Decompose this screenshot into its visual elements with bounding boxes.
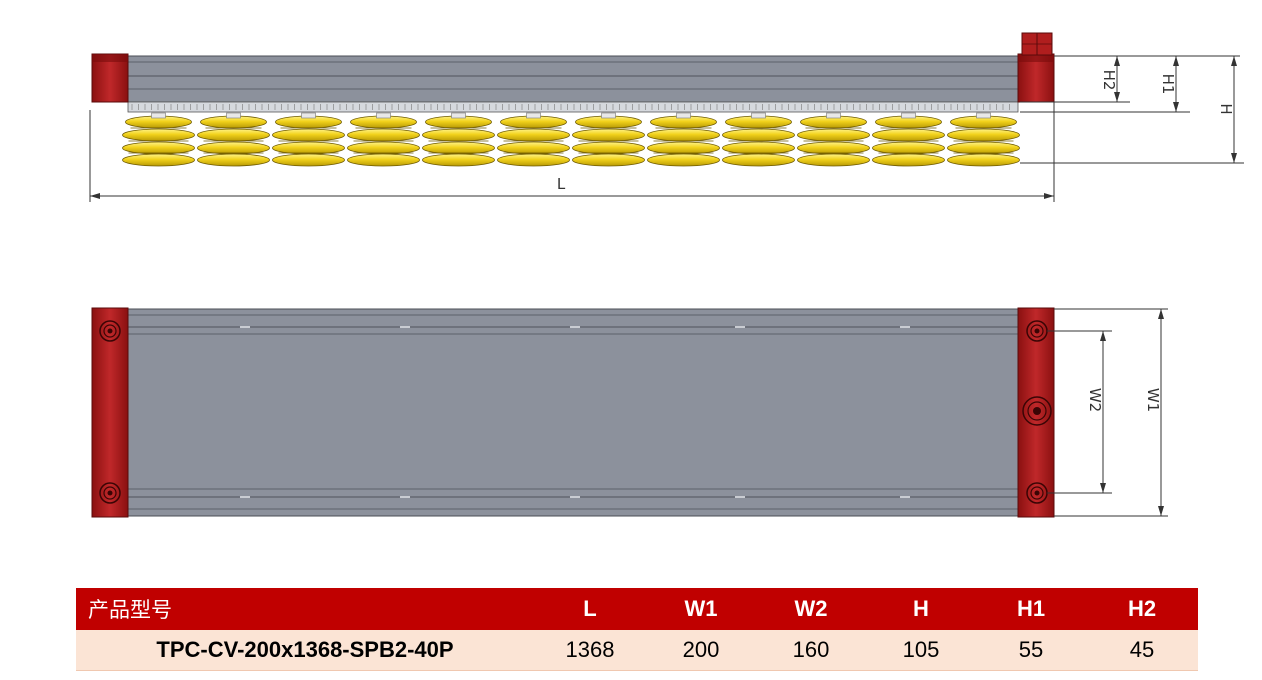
dim-label-W2: W2 [1086,388,1104,412]
bolt-icon [1026,482,1048,504]
suction-cup [947,112,1020,167]
header-W1: W1 [646,588,756,630]
nozzle-ticks [131,104,1010,110]
header-H1: H1 [976,588,1086,630]
header-L: L [534,588,646,630]
slot-marks [240,326,910,498]
suction-cup [797,112,870,167]
nozzle-strip [127,101,1019,113]
side-view [91,32,1055,167]
dim-label-L: L [557,175,566,193]
header-model: 产品型号 [76,588,534,630]
suction-cup [572,112,645,167]
cell-W1: 200 [646,630,756,671]
spec-table: 产品型号 L W1 W2 H H1 H2 TPC-CV-200x1368-SPB… [76,588,1198,671]
dim-label-H1: H1 [1159,74,1177,95]
bolt-icon [99,482,121,504]
suction-cup [497,112,570,167]
top-body [125,308,1021,517]
suction-cup [872,112,945,167]
header-H: H [866,588,976,630]
suction-cup [722,112,795,167]
suction-cup [197,112,270,167]
technical-drawing: H2 H1 H L [89,32,1244,518]
port-icon [1022,396,1052,426]
dim-label-W1: W1 [1144,388,1162,412]
table-header-row: 产品型号 L W1 W2 H H1 H2 [76,588,1198,630]
header-W2: W2 [756,588,866,630]
cell-W2: 160 [756,630,866,671]
suction-cups [122,112,1020,167]
side-dimension-arrows [90,56,1237,199]
bolt-icon [99,320,121,342]
cell-H: 105 [866,630,976,671]
header-H2: H2 [1086,588,1198,630]
top-dimensions [1047,308,1168,517]
cell-H1: 55 [976,630,1086,671]
side-dimensions [89,55,1244,202]
dim-label-H2: H2 [1100,70,1118,91]
suction-cup [347,112,420,167]
suction-cup [272,112,345,167]
suction-cup [422,112,495,167]
table-row: TPC-CV-200x1368-SPB2-40P 1368 200 160 10… [76,630,1198,671]
side-body [125,55,1021,103]
dim-label-H: H [1217,103,1235,114]
cell-L: 1368 [534,630,646,671]
cell-H2: 45 [1086,630,1198,671]
top-view [91,307,1055,518]
top-dimension-arrows [1100,309,1164,516]
suction-cup [122,112,195,167]
suction-cup [647,112,720,167]
left-endcap-top [91,307,129,518]
cell-model: TPC-CV-200x1368-SPB2-40P [76,630,534,671]
